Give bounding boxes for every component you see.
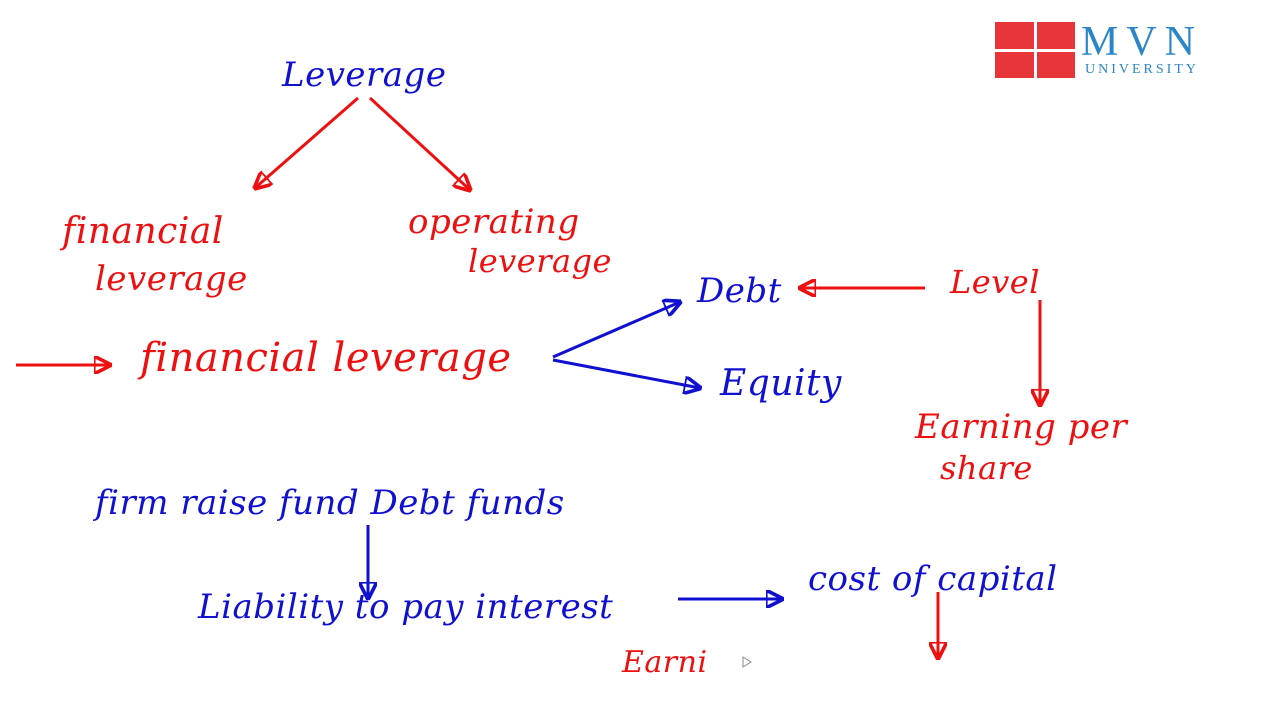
eps-line2: share <box>940 449 1033 487</box>
flow-step-liability: Liability to pay interest <box>198 587 614 627</box>
branch-operating-line1: operating <box>408 202 580 242</box>
focus-financial-leverage: financial leverage <box>140 335 512 381</box>
flow-step-cost-of-capital: cost of capital <box>808 559 1058 599</box>
branch-operating-line2: leverage <box>468 242 612 280</box>
arrow-leverage-to-operating <box>368 96 470 190</box>
pen-cursor-icon <box>742 656 752 668</box>
level-label: Level <box>950 263 1040 301</box>
arrow-financial-to-equity <box>552 358 700 388</box>
arrow-financial-to-debt <box>552 302 680 359</box>
eps-line1: Earning per <box>915 407 1128 447</box>
flow-step-raise-funds: firm raise fund Debt funds <box>95 483 565 523</box>
logo-main-text: MVN <box>1081 19 1204 65</box>
flow-partial-earnings: Earni <box>622 645 708 680</box>
branch-financial-line1: financial <box>62 211 224 252</box>
root-node-leverage: Leverage <box>282 55 447 95</box>
target-equity: Equity <box>720 363 842 404</box>
arrow-leverage-to-financial <box>255 96 359 188</box>
branch-financial-line2: leverage <box>95 259 248 299</box>
target-debt: Debt <box>697 271 782 311</box>
logo-emblem-icon <box>995 22 1075 78</box>
logo-sub-text: UNIVERSITY <box>1085 62 1199 77</box>
mvn-university-logo: MVN UNIVERSITY <box>995 20 1255 80</box>
